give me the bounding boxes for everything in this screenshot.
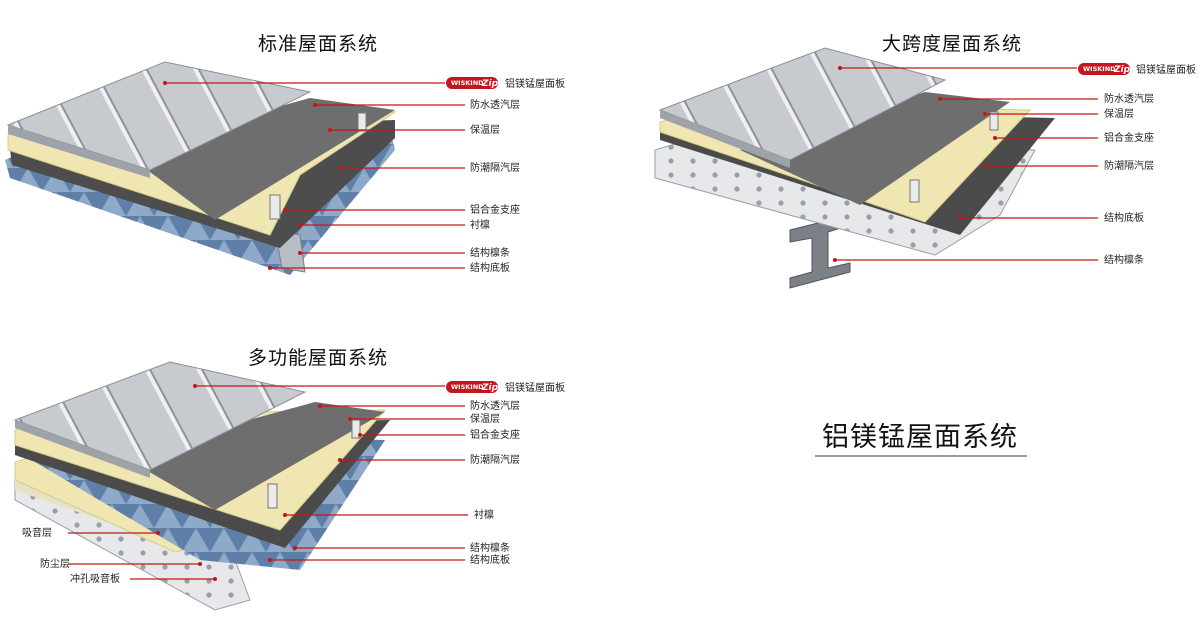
large-span-illustration xyxy=(654,47,1055,289)
aluminum-clip xyxy=(351,419,361,439)
svg-text:Zip: Zip xyxy=(1113,65,1131,75)
label-vapor: 防潮隔汽层 xyxy=(470,453,520,466)
label-roof-panel: 铝镁锰屋面板 xyxy=(505,381,565,394)
brand-logo: WISKIND Zip xyxy=(1078,63,1131,75)
label-insulation: 保温层 xyxy=(1104,107,1134,120)
main-title: 铝镁锰屋面系统 xyxy=(822,422,1018,453)
system-large-span: 大跨度屋面系统 WISKIND Zip 铝镁锰屋面板 xyxy=(654,33,1196,289)
brand-logo: WISKIND Zip xyxy=(446,381,499,393)
label-clip: 铝合金支座 xyxy=(1104,131,1154,144)
large-span-callouts: 铝镁锰屋面板 防水透汽层 保温层 铝合金支座 防潮隔汽层 结构底板 结构檩条 xyxy=(833,63,1196,266)
waterproof-layer xyxy=(120,402,385,510)
system-standard: 标准屋面系统 WISKIND Zip 铝镁锰屋面板 xyxy=(5,33,565,275)
aluminum-clip xyxy=(909,179,920,203)
label-clip: 铝合金支座 xyxy=(470,203,520,216)
standard-illustration xyxy=(5,61,397,275)
svg-text:Zip: Zip xyxy=(481,79,499,89)
system-multifunction: 多功能屋面系统 WISKIND Zip xyxy=(13,347,565,611)
label-purlin: 结构檩条 xyxy=(1104,253,1144,266)
label-sub-purlin: 衬檩 xyxy=(474,508,494,521)
label-purlin: 结构檩条 xyxy=(470,246,510,259)
label-deck: 结构底板 xyxy=(470,553,510,566)
aluminum-clip xyxy=(267,483,278,509)
standard-callouts: 铝镁锰屋面板 防水透汽层 保温层 防潮隔汽层 铝合金支座 衬檩 结构檩条 结构底… xyxy=(163,77,565,274)
label-insulation: 保温层 xyxy=(470,123,500,136)
svg-text:WISKIND: WISKIND xyxy=(451,383,484,391)
aluminum-clip xyxy=(989,111,999,131)
label-perforated-panel: 冲孔吸音板 xyxy=(70,572,120,585)
label-deck: 结构底板 xyxy=(1104,211,1144,224)
aluminum-clip xyxy=(269,194,281,220)
label-vapor: 防潮隔汽层 xyxy=(1104,159,1154,172)
main-title-block: 铝镁锰屋面系统 xyxy=(815,422,1027,457)
multifunction-illustration xyxy=(13,361,390,611)
label-dust-layer: 防尘层 xyxy=(40,557,70,570)
label-purlin: 结构檩条 xyxy=(470,541,510,554)
svg-text:WISKIND: WISKIND xyxy=(451,79,484,87)
label-acoustic-layer: 吸音层 xyxy=(22,526,52,539)
label-roof-panel: 铝镁锰屋面板 xyxy=(505,77,565,90)
label-deck: 结构底板 xyxy=(470,261,510,274)
label-clip: 铝合金支座 xyxy=(470,428,520,441)
waterproof-layer xyxy=(740,92,1010,205)
waterproof-layer xyxy=(120,98,395,220)
label-roof-panel: 铝镁锰屋面板 xyxy=(1136,63,1196,76)
system-title-multifunction: 多功能屋面系统 xyxy=(248,347,388,369)
svg-text:WISKIND: WISKIND xyxy=(1083,65,1116,73)
multifunction-callouts: 铝镁锰屋面板 防水透汽层 保温层 铝合金支座 防潮隔汽层 衬檩 结构檩条 结构底… xyxy=(22,381,565,585)
label-sub-purlin: 衬檩 xyxy=(470,218,490,231)
label-waterproof: 防水透汽层 xyxy=(470,399,520,412)
system-title-large-span: 大跨度屋面系统 xyxy=(882,33,1022,55)
aluminum-clip xyxy=(357,112,367,132)
label-waterproof: 防水透汽层 xyxy=(1104,92,1154,105)
svg-text:Zip: Zip xyxy=(481,383,499,393)
brand-logo: WISKIND Zip xyxy=(446,77,499,89)
roof-panel xyxy=(658,47,947,161)
label-waterproof: 防水透汽层 xyxy=(470,98,520,111)
label-insulation: 保温层 xyxy=(470,412,500,425)
label-vapor: 防潮隔汽层 xyxy=(470,161,520,174)
system-title-standard: 标准屋面系统 xyxy=(258,33,378,55)
